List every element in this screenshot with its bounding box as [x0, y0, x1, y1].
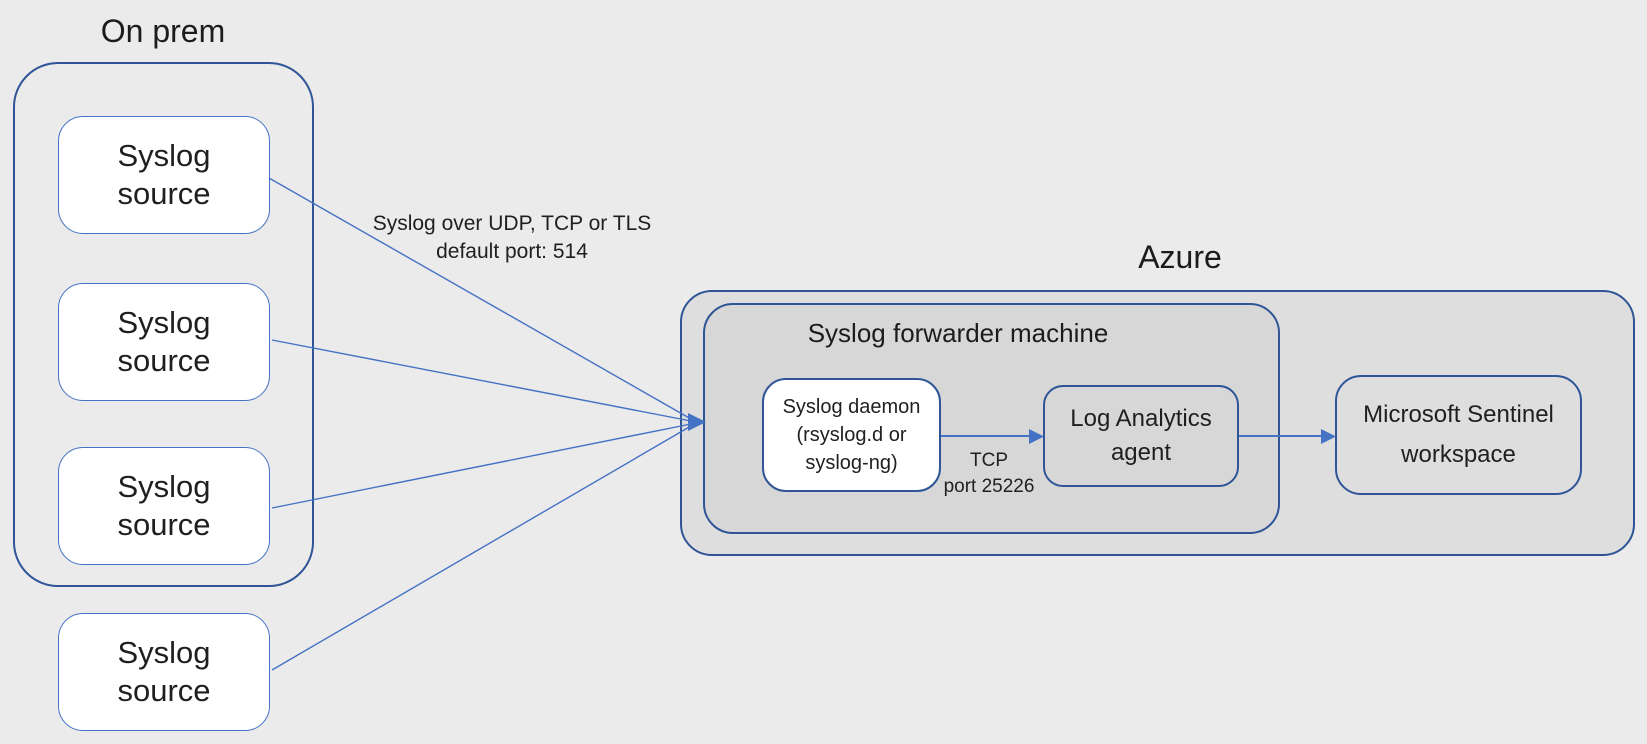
syslog-source-label: Syslog source — [117, 138, 211, 211]
syslog-source-box-3: Syslog source — [58, 447, 270, 565]
tcp-port-label: TCP port 25226 — [943, 450, 1035, 497]
log-analytics-agent-label: Log Analytics agent — [1070, 405, 1212, 466]
syslog-source-box-4: Syslog source — [58, 613, 270, 731]
syslog-source-box-1: Syslog source — [58, 116, 270, 234]
syslog-forwarder-machine-title: Syslog forwarder machine — [807, 318, 1109, 348]
microsoft-sentinel-workspace-box: Microsoft Sentinel workspace — [1335, 375, 1582, 495]
arrow-line-source3 — [271, 423, 692, 509]
on-prem-title: On prem — [100, 13, 226, 49]
syslog-source-label: Syslog source — [117, 635, 211, 708]
log-analytics-agent-box: Log Analytics agent — [1043, 385, 1239, 487]
syslog-source-box-2: Syslog source — [58, 283, 270, 401]
syslog-daemon-box: Syslog daemon (rsyslog.d or syslog-ng) — [762, 378, 941, 492]
microsoft-sentinel-workspace-label: Microsoft Sentinel workspace — [1363, 401, 1554, 468]
syslog-daemon-label: Syslog daemon (rsyslog.d or syslog-ng) — [782, 396, 921, 474]
syslog-source-label: Syslog source — [117, 305, 211, 378]
arrow-line-source2 — [271, 339, 692, 422]
syslog-protocol-label: Syslog over UDP, TCP or TLS default port… — [372, 212, 652, 263]
arrow-line-source4 — [271, 425, 692, 671]
azure-title: Azure — [1138, 239, 1222, 275]
syslog-source-label: Syslog source — [117, 469, 211, 542]
